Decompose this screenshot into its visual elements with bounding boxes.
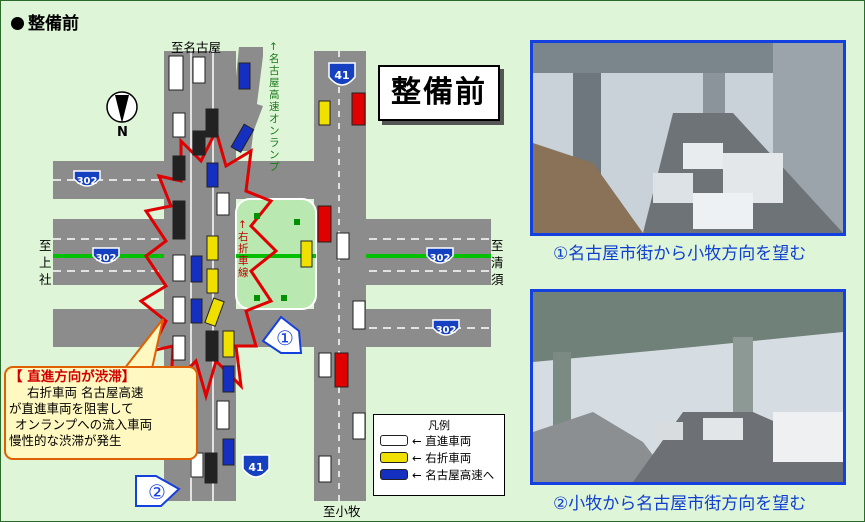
direction-east: 至清須 xyxy=(491,238,504,287)
car-straight xyxy=(318,352,332,378)
legend-swatch xyxy=(380,452,408,463)
legend-item: ← 名古屋高速へ xyxy=(380,467,504,484)
callout-title: 【 直進方向が渋滞】 xyxy=(9,369,136,385)
signal-marker xyxy=(254,213,260,219)
shield-41-text: 41 xyxy=(248,461,263,474)
legend-label: ← 右折車両 xyxy=(412,451,472,465)
direction-north: 至名古屋 xyxy=(171,40,222,55)
shield-302-west-upper xyxy=(73,170,101,187)
car-straight xyxy=(336,232,350,260)
photo-view-2 xyxy=(530,289,846,485)
car-right-turn xyxy=(318,100,331,126)
shield-302-text: 302 xyxy=(430,253,451,264)
callout-line: が直進車両を阻害して xyxy=(9,401,134,416)
photo-caption-1: ①名古屋市街から小牧方向を望む xyxy=(553,244,807,264)
car-dark xyxy=(205,108,219,138)
car-straight xyxy=(216,400,230,430)
car-right-turn xyxy=(206,268,219,294)
legend-swatch xyxy=(380,435,408,446)
photo-view-1 xyxy=(530,40,846,236)
bullet-icon xyxy=(11,17,24,30)
car-red xyxy=(334,352,349,388)
photo-2-illustration xyxy=(533,292,843,482)
section-title: 整備前 xyxy=(28,14,79,34)
car-straight xyxy=(352,412,366,440)
car-straight xyxy=(172,335,186,361)
section-header: 整備前 xyxy=(11,9,79,34)
shield-302-text: 302 xyxy=(77,176,98,187)
shield-302-east xyxy=(426,247,454,264)
legend: 凡例 ← 直進車両 ← 右折車両 ← 名古屋高速へ xyxy=(373,414,505,496)
legend-item: ← 直進車両 xyxy=(380,433,504,450)
shield-41-text: 41 xyxy=(334,69,349,82)
car-straight xyxy=(172,296,186,324)
view-marker-2-shape xyxy=(135,475,181,507)
signal-marker xyxy=(281,295,287,301)
car-dark xyxy=(205,330,219,362)
median-line-mid xyxy=(236,254,316,258)
car-dark xyxy=(192,130,206,156)
onramp-label: ↑名古屋高速オンランプ xyxy=(269,41,280,173)
car-highway xyxy=(230,123,255,153)
callout-line: 慢性的な渋滞が発生 xyxy=(9,433,122,448)
view-marker-1-shape xyxy=(261,315,303,354)
car-dark xyxy=(204,452,218,484)
car-straight xyxy=(172,200,186,240)
shield-302-west xyxy=(92,247,120,264)
car-straight xyxy=(192,56,206,84)
car-straight xyxy=(318,455,332,483)
shield-302-text: 302 xyxy=(436,325,457,336)
legend-label: ← 名古屋高速へ xyxy=(412,468,495,482)
signal-marker xyxy=(294,219,300,225)
callout-line: 右折車両 名古屋高速 xyxy=(27,385,144,400)
legend-item: ← 右折車両 xyxy=(380,450,504,467)
title-box: 整備前 xyxy=(378,65,500,121)
car-red xyxy=(317,205,332,243)
car-straight xyxy=(216,192,230,216)
car-straight xyxy=(172,112,186,138)
car-highway xyxy=(238,62,251,90)
car-right-turn xyxy=(206,235,219,261)
photo-caption-2: ②小牧から名古屋市街方向を望む xyxy=(553,494,807,514)
car-straight xyxy=(168,55,184,91)
shield-41-south xyxy=(242,454,270,478)
car-red xyxy=(351,92,366,126)
car-right-turn xyxy=(222,330,235,358)
compass-label: N xyxy=(117,125,128,140)
car-right-turn xyxy=(204,297,225,327)
direction-south: 至小牧 xyxy=(323,504,361,519)
legend-swatch xyxy=(380,469,408,480)
car-dark xyxy=(172,155,186,181)
direction-west: 至上社 xyxy=(39,238,52,287)
car-right-turn xyxy=(300,240,313,268)
view-marker-2: ② xyxy=(148,480,166,504)
view-marker-1: ① xyxy=(276,326,294,350)
legend-title: 凡例 xyxy=(428,419,450,432)
shield-302-east-lower xyxy=(432,319,460,336)
car-highway xyxy=(190,298,203,324)
car-highway xyxy=(206,162,219,188)
callout: 【 直進方向が渋滞】 右折車両 名古屋高速 が直進車両を阻害して オンランプへの… xyxy=(9,369,194,449)
compass-needle-icon xyxy=(115,95,129,123)
callout-bubble xyxy=(4,366,198,460)
callout-line: オンランプへの流入車両 xyxy=(15,417,153,432)
car-highway xyxy=(222,438,235,466)
car-highway xyxy=(222,365,235,393)
shield-41-north xyxy=(328,62,356,86)
car-highway xyxy=(190,255,203,283)
legend-label: ← 直進車両 xyxy=(412,434,472,448)
signal-marker xyxy=(254,295,260,301)
photo-1-illustration xyxy=(533,43,843,233)
shield-302-text: 302 xyxy=(96,253,117,264)
car-straight xyxy=(352,300,366,330)
car-straight xyxy=(172,254,186,282)
right-turn-lane-label: ↑右折車線 xyxy=(238,219,249,279)
road-onramp-lower xyxy=(216,101,263,151)
